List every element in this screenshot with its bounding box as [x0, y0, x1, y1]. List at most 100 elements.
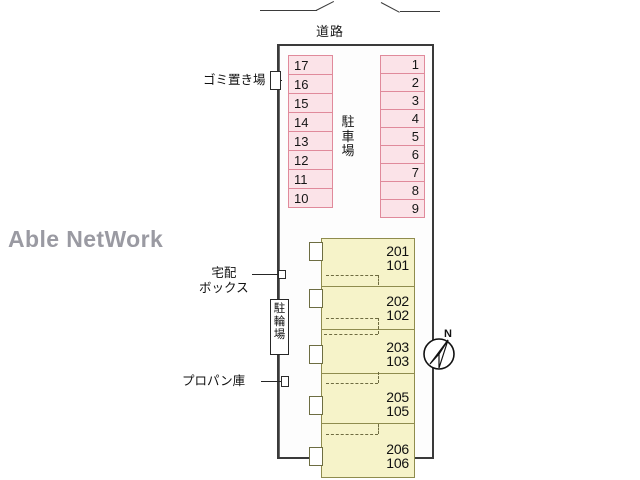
parking-stall-number: 12 [294, 152, 309, 168]
garbage-area-label-line: ゴミ置き場 [203, 73, 266, 87]
unit-number-upper: 201 [386, 243, 409, 259]
garbage-area-callout-label: ゴミ置き場 [203, 73, 266, 88]
propane-storage-callout-label: プロパン庫 [182, 374, 245, 389]
propane-storage-marker[interactable] [281, 376, 289, 387]
unit-number-lower: 102 [386, 307, 409, 324]
delivery-box-marker[interactable] [278, 270, 286, 279]
unit-number-lower: 105 [386, 403, 409, 420]
delivery-box-callout-label: 宅配 ボックス [199, 266, 249, 296]
delivery-box-label-line: 宅配 [211, 266, 237, 280]
unit-number: 205 105 [386, 390, 409, 419]
parking-stall[interactable]: 8 [380, 181, 425, 200]
unit-partition-dash [326, 434, 378, 435]
parking-stall[interactable]: 5 [380, 127, 425, 146]
parking-stall[interactable]: 2 [380, 73, 425, 92]
propane-storage-leader-line [261, 381, 282, 382]
bicycle-parking-label-char: 駐 [273, 303, 286, 315]
unit-entrance-tab [309, 447, 323, 466]
parking-stall-number: 2 [411, 75, 419, 90]
parking-area-label-char: 車 [341, 128, 355, 144]
unit-number: 203 103 [386, 340, 409, 369]
parking-column-left: 17 16 15 14 13 12 11 10 [288, 55, 333, 208]
compass-north-label: N [444, 328, 452, 340]
unit-partition-dash-vertical [378, 322, 379, 334]
road-label: 道路 [316, 24, 345, 39]
building-unit[interactable]: 206 106 [309, 424, 414, 477]
parking-stall[interactable]: 14 [288, 112, 333, 132]
parking-stall-number: 3 [411, 93, 419, 108]
unit-partition-dash [324, 334, 378, 335]
unit-number: 206 106 [386, 442, 409, 471]
building-unit[interactable]: 201 101 [309, 239, 414, 287]
parking-stall-number: 7 [411, 165, 419, 180]
building-block: 201 101 202 102 203 103 [309, 238, 415, 478]
parking-stall[interactable]: 9 [380, 199, 425, 218]
parking-stall-number: 15 [294, 95, 309, 111]
parking-stall-number: 13 [294, 133, 309, 149]
compass-rose: N [418, 328, 464, 374]
parking-area-label: 駐 車 場 [339, 114, 357, 159]
parking-area-label-char: 場 [341, 143, 355, 159]
compass-icon [423, 338, 455, 370]
bicycle-parking-label-char: 場 [273, 329, 286, 342]
unit-entrance-tab [309, 396, 323, 415]
unit-partition-dash [326, 383, 378, 384]
parking-stall[interactable]: 4 [380, 109, 425, 128]
unit-number-lower: 106 [386, 455, 409, 472]
parking-stall-number: 17 [294, 57, 309, 73]
road-driveway-left-diagonal [315, 0, 335, 11]
parking-stall[interactable]: 12 [288, 150, 333, 170]
unit-entrance-tab [309, 242, 323, 261]
parking-stall[interactable]: 16 [288, 74, 333, 94]
unit-number-upper: 202 [386, 293, 409, 309]
road-edge-left [260, 10, 317, 11]
parking-stall-number: 5 [411, 129, 419, 144]
unit-number-upper: 203 [386, 339, 409, 355]
unit-partition-dash-vertical [378, 275, 379, 285]
unit-number-lower: 101 [386, 257, 409, 274]
road-driveway-right-diagonal [380, 2, 400, 13]
parking-area-label-char: 駐 [341, 114, 355, 129]
unit-number: 202 102 [386, 294, 409, 323]
unit-partition-dash-vertical [378, 372, 379, 383]
unit-partition-dash [326, 275, 378, 276]
bicycle-parking-label-char: 輪 [273, 316, 286, 329]
parking-stall[interactable]: 6 [380, 145, 425, 164]
unit-partition-dash [326, 318, 378, 319]
unit-number-upper: 206 [386, 441, 409, 457]
site-inner-edge [279, 46, 280, 457]
parking-stall[interactable]: 7 [380, 163, 425, 182]
parking-stall[interactable]: 17 [288, 55, 333, 75]
delivery-box-leader-line [252, 274, 279, 275]
parking-stall-number: 8 [411, 183, 419, 198]
parking-stall-number: 14 [294, 114, 309, 130]
unit-entrance-tab [309, 289, 323, 308]
parking-stall[interactable]: 1 [380, 55, 425, 74]
parking-stall-number: 11 [294, 171, 308, 187]
garbage-area-marker[interactable] [270, 71, 281, 90]
parking-stall-number: 16 [294, 76, 309, 92]
parking-stall[interactable]: 13 [288, 131, 333, 151]
parking-stall-number: 6 [411, 147, 419, 162]
unit-number-lower: 103 [386, 353, 409, 370]
parking-stall[interactable]: 15 [288, 93, 333, 113]
unit-number-upper: 205 [386, 389, 409, 405]
unit-entrance-tab [309, 345, 323, 364]
bicycle-parking-box[interactable]: 駐 輪 場 [270, 299, 289, 355]
delivery-box-label-line: ボックス [199, 280, 249, 295]
parking-stall[interactable]: 10 [288, 188, 333, 208]
building-unit[interactable]: 203 103 [309, 322, 414, 374]
unit-number: 201 101 [386, 244, 409, 273]
building-unit[interactable]: 202 102 [309, 287, 414, 330]
unit-partition-dash-vertical [378, 424, 379, 434]
building-unit[interactable]: 205 105 [309, 372, 414, 424]
parking-stall-number: 10 [294, 190, 309, 206]
parking-stall-number: 9 [411, 201, 419, 216]
parking-stall[interactable]: 3 [380, 91, 425, 110]
parking-stall-number: 4 [411, 111, 419, 126]
road-edge-right [400, 11, 440, 12]
parking-stall[interactable]: 11 [288, 169, 333, 189]
propane-storage-label-line: プロパン庫 [182, 374, 246, 388]
brand-watermark: Able NetWork [8, 226, 164, 252]
